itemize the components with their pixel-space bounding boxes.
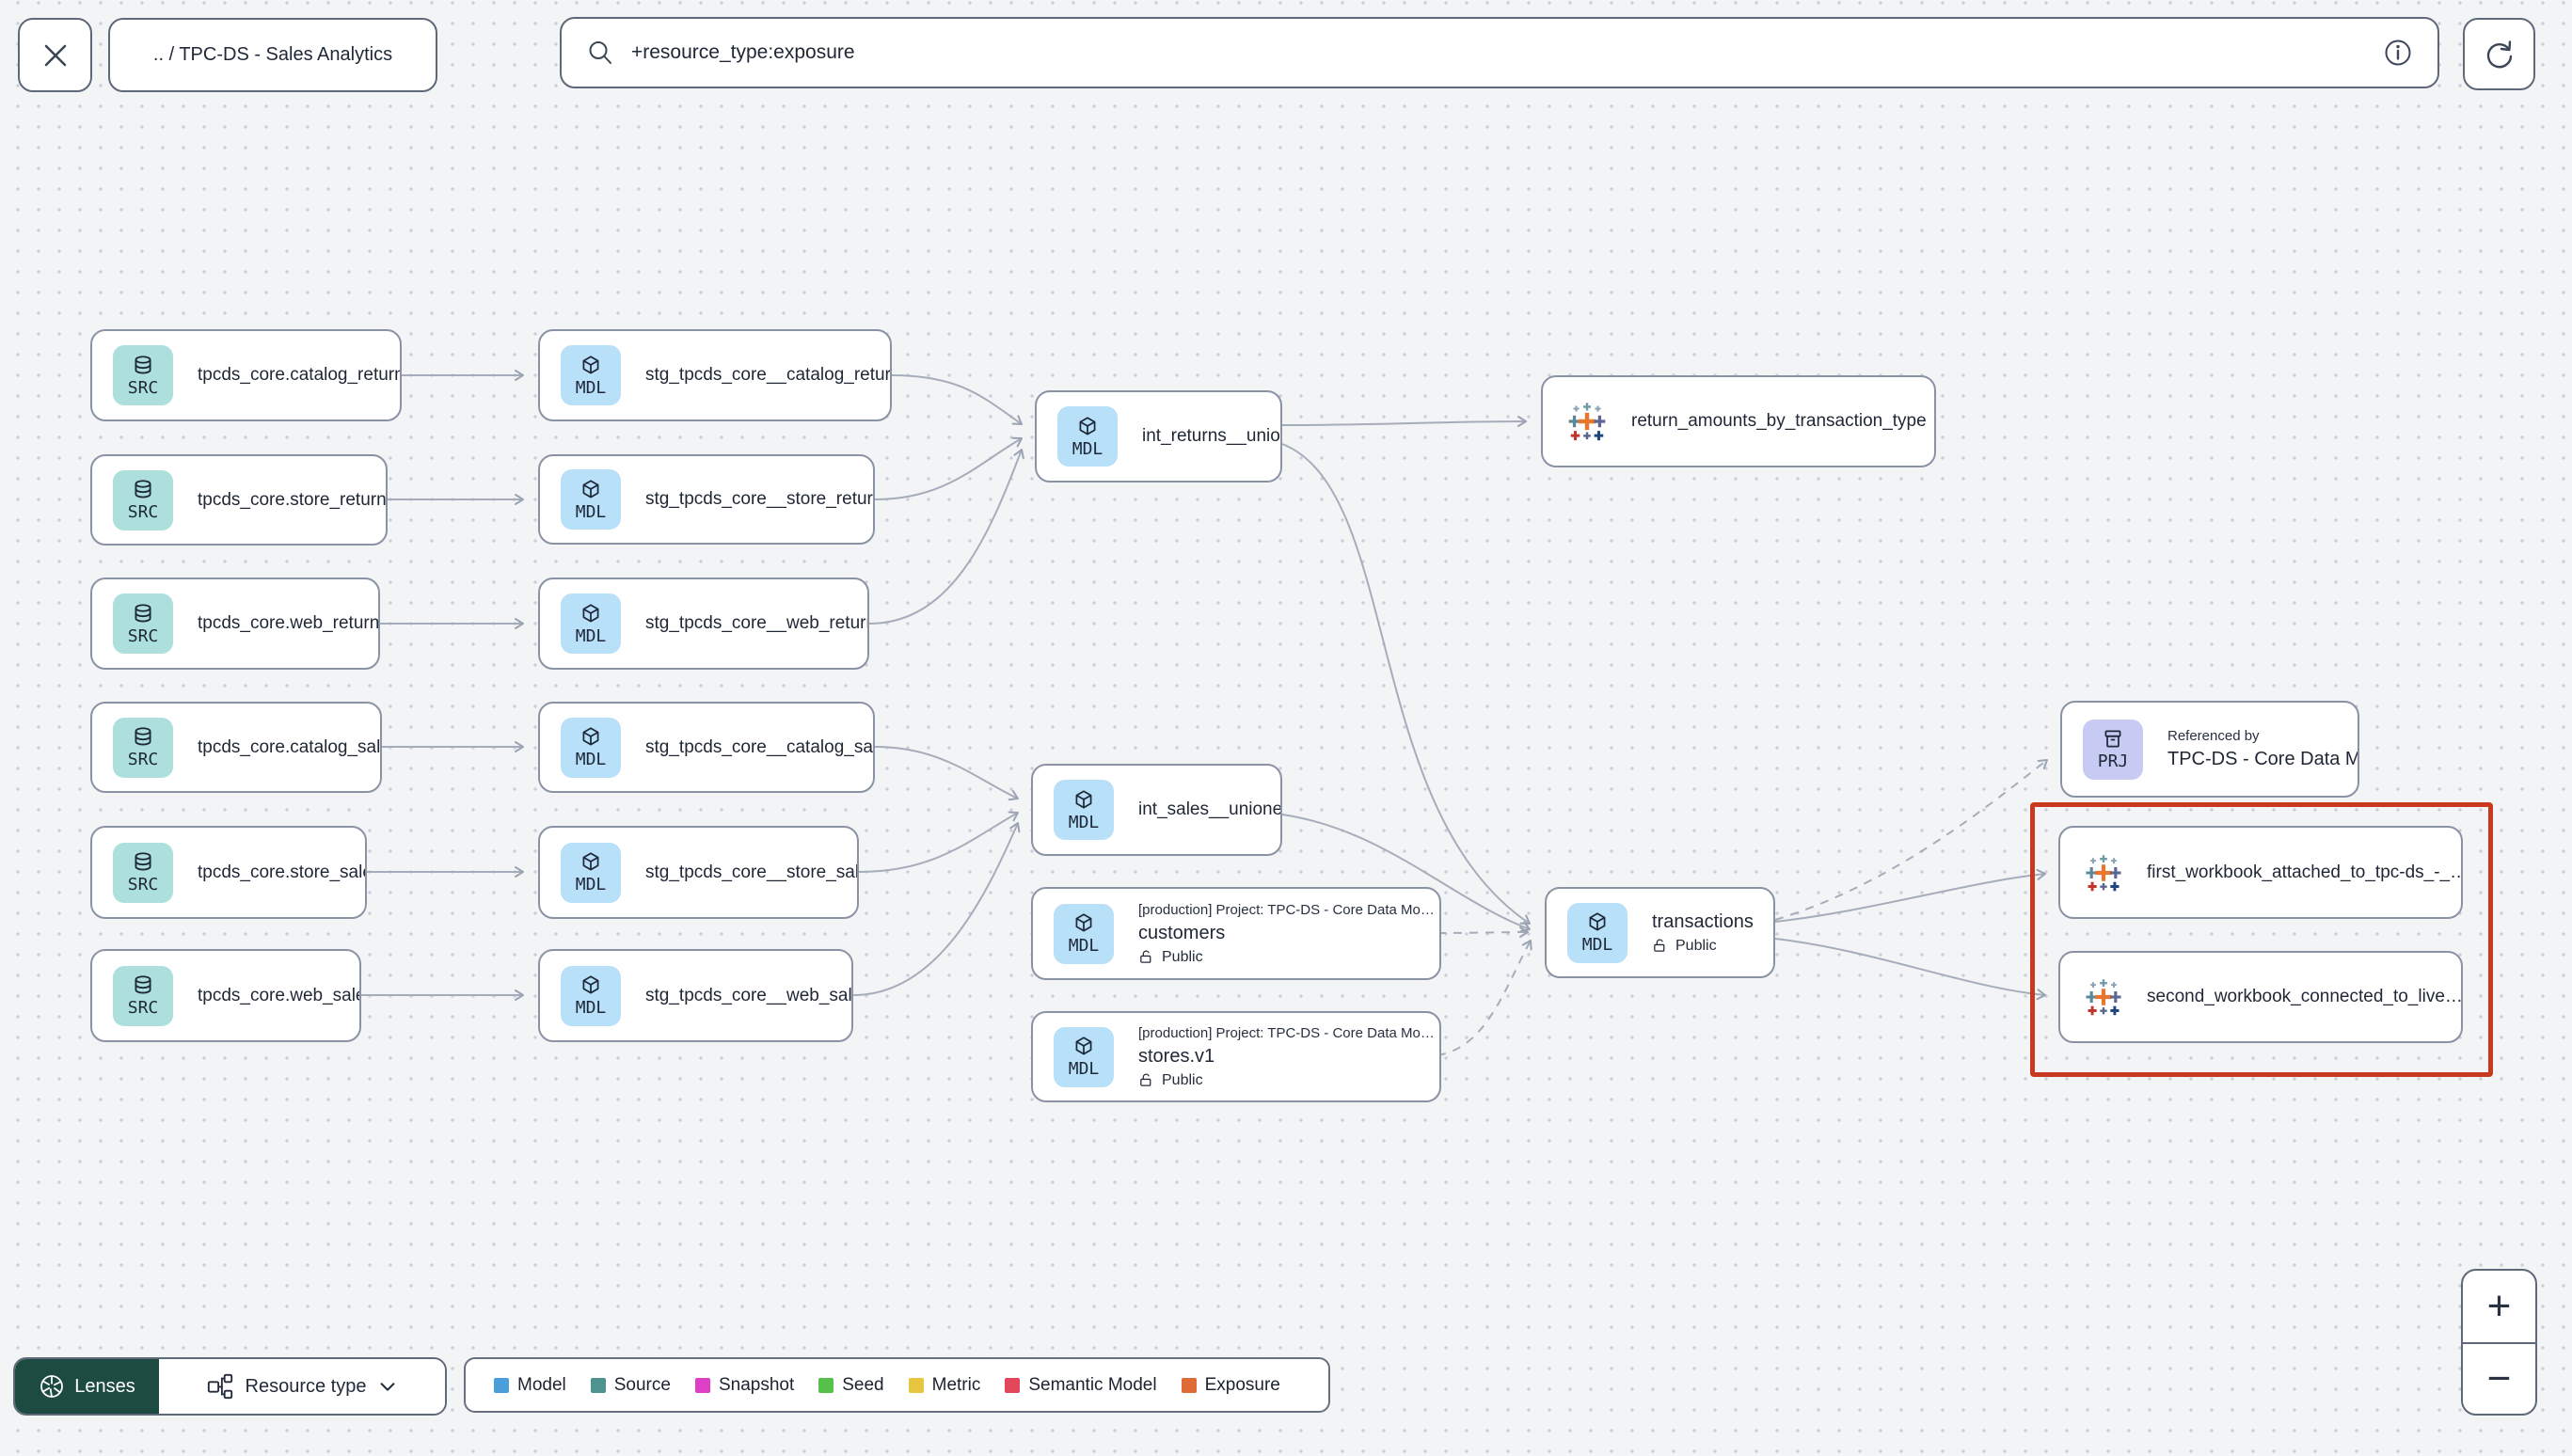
lenses-label: Lenses bbox=[74, 1375, 135, 1397]
model-icon: MDL bbox=[1054, 903, 1114, 964]
project-label: [production] Project: TPC-DS - Core Data… bbox=[1138, 901, 1435, 918]
chevron-down-icon bbox=[377, 1376, 398, 1397]
legend-swatch bbox=[694, 1377, 710, 1393]
node-model[interactable]: MDL stg_tpcds_core__web_returns bbox=[538, 578, 869, 670]
model-icon: MDL bbox=[561, 593, 621, 654]
lens-icon bbox=[39, 1373, 65, 1400]
node-source[interactable]: SRC tpcds_core.web_sales bbox=[90, 949, 361, 1042]
refresh-icon bbox=[2481, 36, 2518, 73]
node-source[interactable]: SRC tpcds_core.catalog_sales bbox=[90, 702, 382, 793]
legend-item-source: Source bbox=[590, 1375, 671, 1396]
legend-swatch bbox=[494, 1377, 509, 1393]
model-icon: MDL bbox=[561, 842, 621, 903]
resource-type-legend: Model Source Snapshot Seed Metric Semant… bbox=[464, 1357, 1330, 1413]
legend-item-exposure: Exposure bbox=[1181, 1375, 1280, 1396]
tableau-icon bbox=[1565, 400, 1609, 443]
source-icon: SRC bbox=[113, 965, 173, 1026]
legend-item-seed: Seed bbox=[818, 1375, 884, 1396]
legend-swatch bbox=[818, 1377, 834, 1393]
legend-item-semantic-model: Semantic Model bbox=[1005, 1375, 1157, 1396]
node-model[interactable]: MDL int_returns__unioned bbox=[1035, 390, 1282, 483]
zoom-out-button[interactable]: − bbox=[2463, 1342, 2535, 1414]
legend-item-metric: Metric bbox=[908, 1375, 980, 1396]
node-source[interactable]: SRC tpcds_core.web_returns bbox=[90, 578, 380, 670]
node-source[interactable]: SRC tpcds_core.store_returns bbox=[90, 454, 388, 546]
node-model-transactions[interactable]: MDL transactions Public bbox=[1545, 887, 1775, 978]
tableau-icon bbox=[2083, 976, 2124, 1018]
search-icon bbox=[586, 39, 614, 67]
node-model[interactable]: MDL stg_tpcds_core__catalog_sales bbox=[538, 702, 875, 793]
zoom-controls: + − bbox=[2461, 1269, 2537, 1416]
legend-swatch bbox=[590, 1377, 606, 1393]
unlock-icon bbox=[1138, 1072, 1154, 1088]
unlock-icon bbox=[1652, 938, 1668, 954]
node-model[interactable]: MDL stg_tpcds_core__store_returns bbox=[538, 454, 875, 545]
breadcrumb-label: .. / TPC-DS - Sales Analytics bbox=[152, 44, 393, 65]
source-icon: SRC bbox=[113, 345, 173, 405]
node-exposure-first-workbook[interactable]: first_workbook_attached_to_tpc-ds_-_… bbox=[2058, 826, 2463, 919]
legend-swatch bbox=[1181, 1377, 1197, 1393]
node-model[interactable]: MDL stg_tpcds_core__web_sales bbox=[538, 949, 853, 1042]
model-icon: MDL bbox=[561, 345, 621, 405]
source-icon: SRC bbox=[113, 469, 173, 530]
model-icon: MDL bbox=[1057, 406, 1118, 467]
close-button[interactable] bbox=[18, 18, 92, 92]
lenses-button[interactable]: Lenses bbox=[15, 1359, 159, 1414]
zoom-in-button[interactable]: + bbox=[2486, 1283, 2512, 1329]
source-icon: SRC bbox=[113, 593, 173, 654]
node-model-stores[interactable]: MDL [production] Project: TPC-DS - Core … bbox=[1031, 1011, 1441, 1102]
resource-type-label: Resource type bbox=[245, 1375, 367, 1397]
model-icon: MDL bbox=[561, 469, 621, 530]
node-model-customers[interactable]: MDL [production] Project: TPC-DS - Core … bbox=[1031, 887, 1441, 980]
search-bar[interactable] bbox=[560, 17, 2439, 88]
search-input[interactable] bbox=[631, 41, 2372, 64]
legend-item-model: Model bbox=[494, 1375, 566, 1396]
project-label: [production] Project: TPC-DS - Core Data… bbox=[1138, 1024, 1435, 1041]
model-icon: MDL bbox=[1567, 902, 1627, 963]
lenses-toolbar: Lenses Resource type bbox=[13, 1357, 447, 1416]
node-model[interactable]: MDL stg_tpcds_core__store_sales bbox=[538, 826, 859, 919]
model-icon: MDL bbox=[1054, 1026, 1114, 1087]
tableau-icon bbox=[2083, 852, 2124, 894]
legend-item-snapshot: Snapshot bbox=[694, 1375, 794, 1396]
source-icon: SRC bbox=[113, 717, 173, 778]
model-icon: MDL bbox=[1054, 780, 1114, 840]
legend-swatch bbox=[908, 1377, 924, 1393]
unlock-icon bbox=[1138, 949, 1154, 965]
breadcrumb[interactable]: .. / TPC-DS - Sales Analytics bbox=[108, 18, 437, 92]
resource-type-icon bbox=[206, 1372, 234, 1401]
node-source[interactable]: SRC tpcds_core.catalog_returns bbox=[90, 329, 402, 421]
node-model[interactable]: MDL stg_tpcds_core__catalog_returns bbox=[538, 329, 892, 421]
info-icon[interactable] bbox=[2383, 38, 2413, 68]
model-icon: MDL bbox=[561, 965, 621, 1026]
close-icon bbox=[40, 40, 71, 71]
legend-swatch bbox=[1005, 1377, 1021, 1393]
node-source[interactable]: SRC tpcds_core.store_sales bbox=[90, 826, 367, 919]
referenced-by-label: Referenced by bbox=[2167, 728, 2260, 744]
project-icon: PRJ bbox=[2083, 719, 2143, 780]
selection-highlight bbox=[2030, 802, 2493, 1077]
source-icon: SRC bbox=[113, 842, 173, 903]
node-model[interactable]: MDL int_sales__unioned bbox=[1031, 764, 1282, 856]
resource-type-dropdown[interactable]: Resource type bbox=[159, 1359, 445, 1414]
refresh-button[interactable] bbox=[2463, 18, 2535, 90]
model-icon: MDL bbox=[561, 717, 621, 778]
node-project-reference[interactable]: PRJ Referenced by TPC-DS - Core Data Mod… bbox=[2060, 701, 2359, 798]
node-exposure-second-workbook[interactable]: second_workbook_connected_to_live… bbox=[2058, 951, 2463, 1043]
node-exposure[interactable]: return_amounts_by_transaction_type bbox=[1541, 375, 1936, 467]
